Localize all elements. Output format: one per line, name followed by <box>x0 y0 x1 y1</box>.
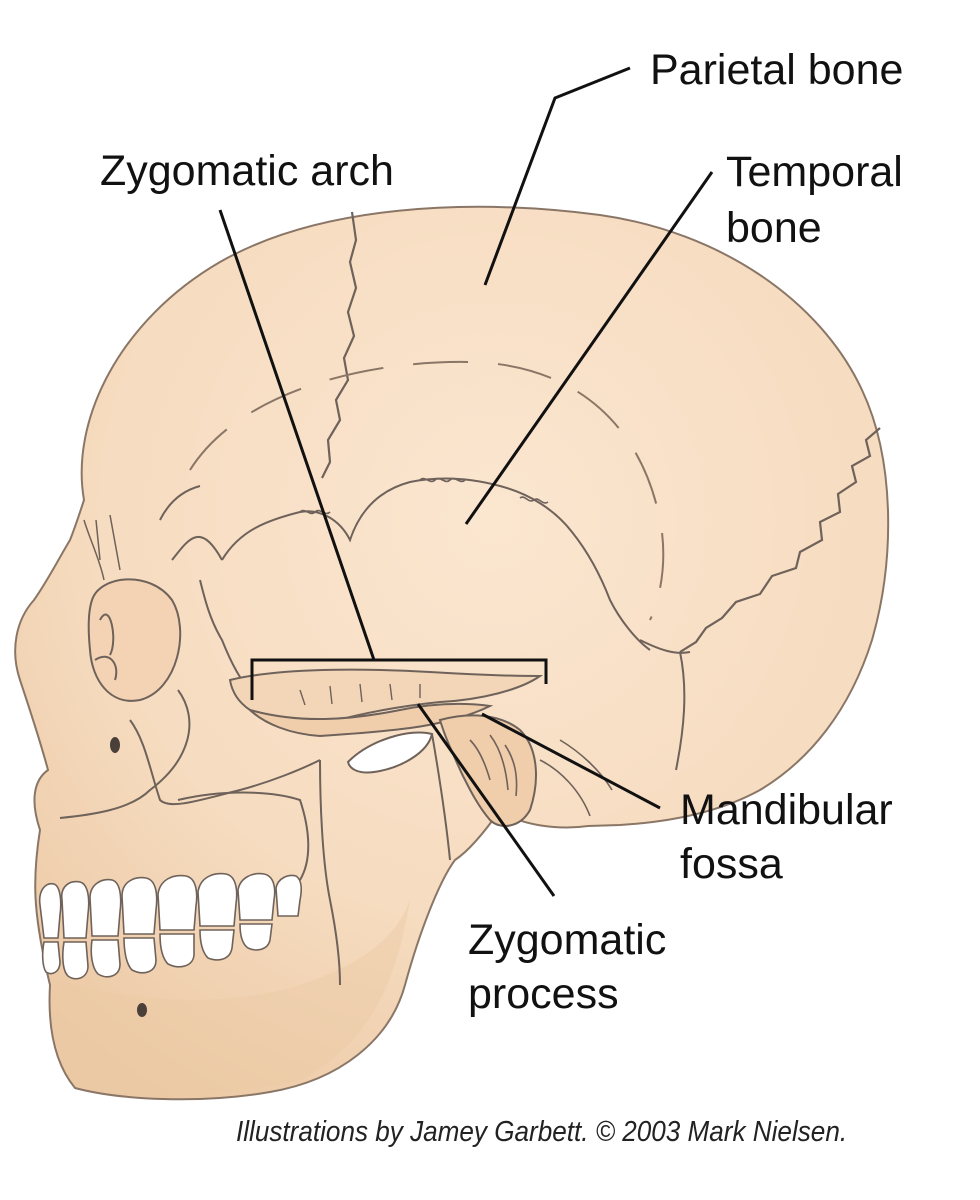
leader-lines <box>218 66 714 897</box>
leader-zygomatic-arch <box>218 209 376 661</box>
skull-outline <box>14 205 890 1101</box>
bracket-zygomatic-arch <box>250 658 548 700</box>
label-mandibular-fossa-line1: Mandibular <box>680 786 893 834</box>
orbit <box>87 578 182 702</box>
leader-mandibular-fossa <box>481 712 661 810</box>
coronal-suture <box>321 211 358 479</box>
label-zygomatic-process-line2: process <box>468 970 619 1018</box>
label-temporal-bone-line1: Temporal <box>726 148 903 196</box>
superior-temporal-line <box>189 360 665 621</box>
label-zygomatic-process-line1: Zygomatic <box>468 916 667 964</box>
label-mandibular-fossa-line2: fossa <box>680 840 783 888</box>
label-temporal-bone-line2: bone <box>726 204 822 252</box>
leader-zygomatic-process <box>416 703 556 897</box>
label-parietal-bone: Parietal bone <box>650 46 904 94</box>
leader-temporal <box>464 171 714 525</box>
leader-parietal <box>483 66 631 286</box>
illustration-credit: Illustrations by Jamey Garbett. © 2003 M… <box>236 1116 848 1148</box>
teeth <box>38 872 302 980</box>
mandible-outline <box>319 733 451 986</box>
label-zygomatic-arch: Zygomatic arch <box>100 147 394 195</box>
lambdoid-suture <box>679 427 881 653</box>
condyle-region <box>438 714 537 827</box>
